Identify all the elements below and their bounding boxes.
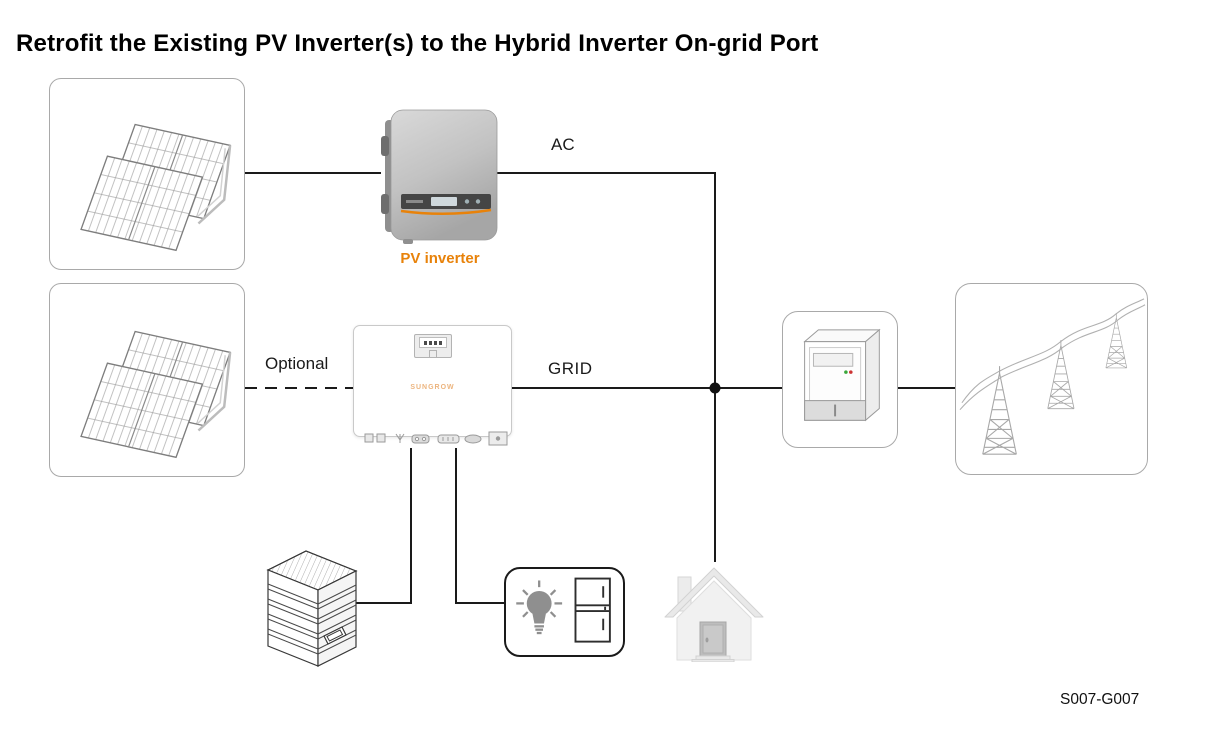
- bulb-and-fridge-icon: [516, 577, 611, 643]
- loads-wire: [455, 448, 504, 604]
- connector-ports-icon: [364, 431, 508, 446]
- energy-meter-icon: [803, 328, 881, 422]
- pv-inverter-icon: [381, 109, 498, 244]
- house-icon: [664, 567, 764, 663]
- pv-array-bottom: [49, 283, 245, 477]
- power-grid: [955, 283, 1148, 475]
- figure-code: S007-G007: [1060, 691, 1140, 708]
- display-button: [428, 350, 437, 358]
- junction-dot: [709, 382, 721, 394]
- led-indicators: [418, 337, 447, 348]
- solar-panel-array-icon: [79, 330, 232, 459]
- pv-inverter: [375, 106, 505, 246]
- ac-label: AC: [551, 135, 575, 154]
- hybrid-inverter-display: [413, 334, 452, 358]
- hybrid-inverter-logo: SUNGROW: [410, 384, 455, 391]
- ac-wire: [497, 172, 716, 562]
- pv-inverter-label: PV inverter: [400, 250, 480, 267]
- optional-label: Optional: [265, 354, 329, 373]
- loads: [504, 567, 625, 657]
- grid-label: GRID: [548, 359, 593, 378]
- battery-stack-icon: [266, 550, 358, 667]
- hybrid-inverter: SUNGROW: [353, 325, 512, 446]
- house: [664, 565, 764, 663]
- page-title: Retrofit the Existing PV Inverter(s) to …: [16, 30, 819, 58]
- energy-meter: [782, 311, 898, 448]
- pv-array-top: [49, 78, 245, 270]
- battery-wire: [354, 448, 412, 604]
- battery: [262, 544, 362, 670]
- transmission-towers-icon: [959, 298, 1146, 455]
- solar-panel-array-icon: [79, 123, 232, 252]
